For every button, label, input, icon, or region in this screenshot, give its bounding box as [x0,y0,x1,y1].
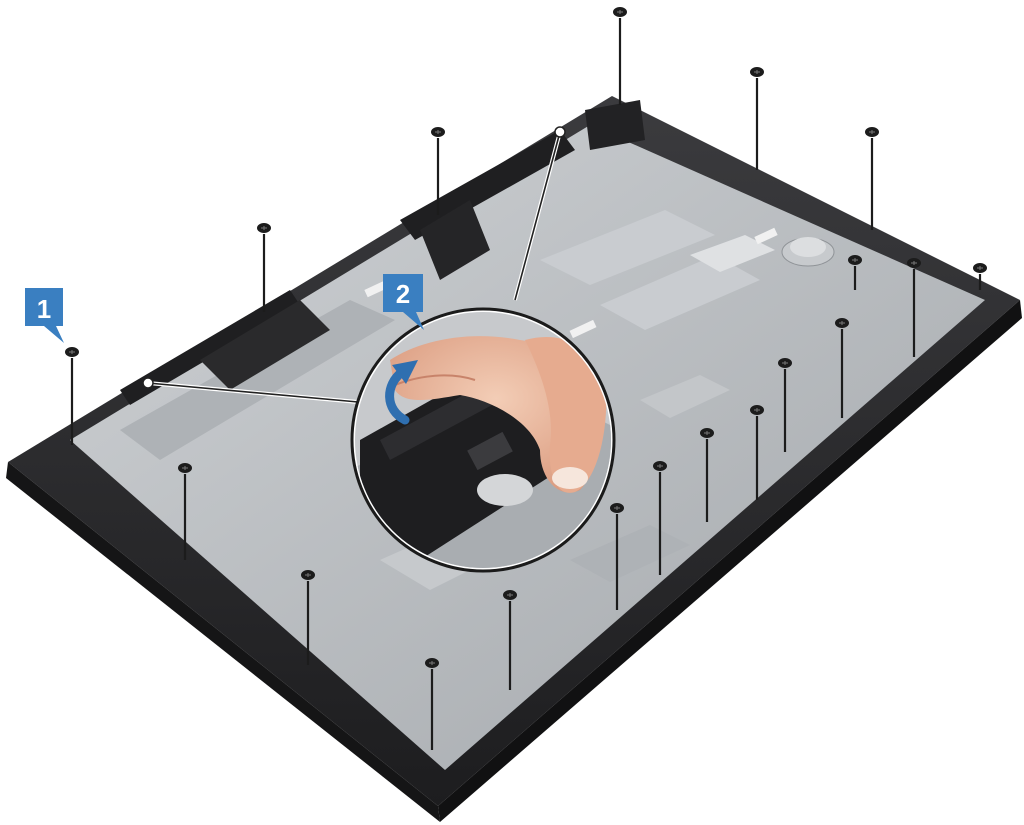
plastic-cover-ribs [120,100,645,405]
screw-icon [835,318,849,418]
screw-icon [750,405,764,500]
screw-icon [973,263,987,290]
screw-icon [778,358,792,452]
screw-icon [700,428,714,522]
screw-icon [431,127,445,215]
screw-icon [610,503,624,610]
screw-icon [257,223,271,312]
step-2-number: 2 [396,279,410,309]
step-2-callout: 2 [383,274,424,330]
step-1-callout: 1 [25,288,64,343]
screw-icon [907,258,921,357]
screw-icon [503,590,517,690]
lift-arrowhead-icon [392,360,418,384]
screw-group [65,7,987,750]
zoom-detail-circle [350,307,616,573]
step-1-number: 1 [37,294,51,324]
screw-icon [653,461,667,575]
screw-icon [178,463,192,560]
screw-icon [301,570,315,665]
lift-arrow-icon [385,367,410,425]
screw-icon [65,347,79,445]
screw-icon [613,7,627,105]
screw-icon [750,67,764,170]
screw-icon [425,658,439,750]
callout-leader-lines [142,126,566,404]
screw-icon [865,127,879,230]
screw-icon [848,255,862,290]
